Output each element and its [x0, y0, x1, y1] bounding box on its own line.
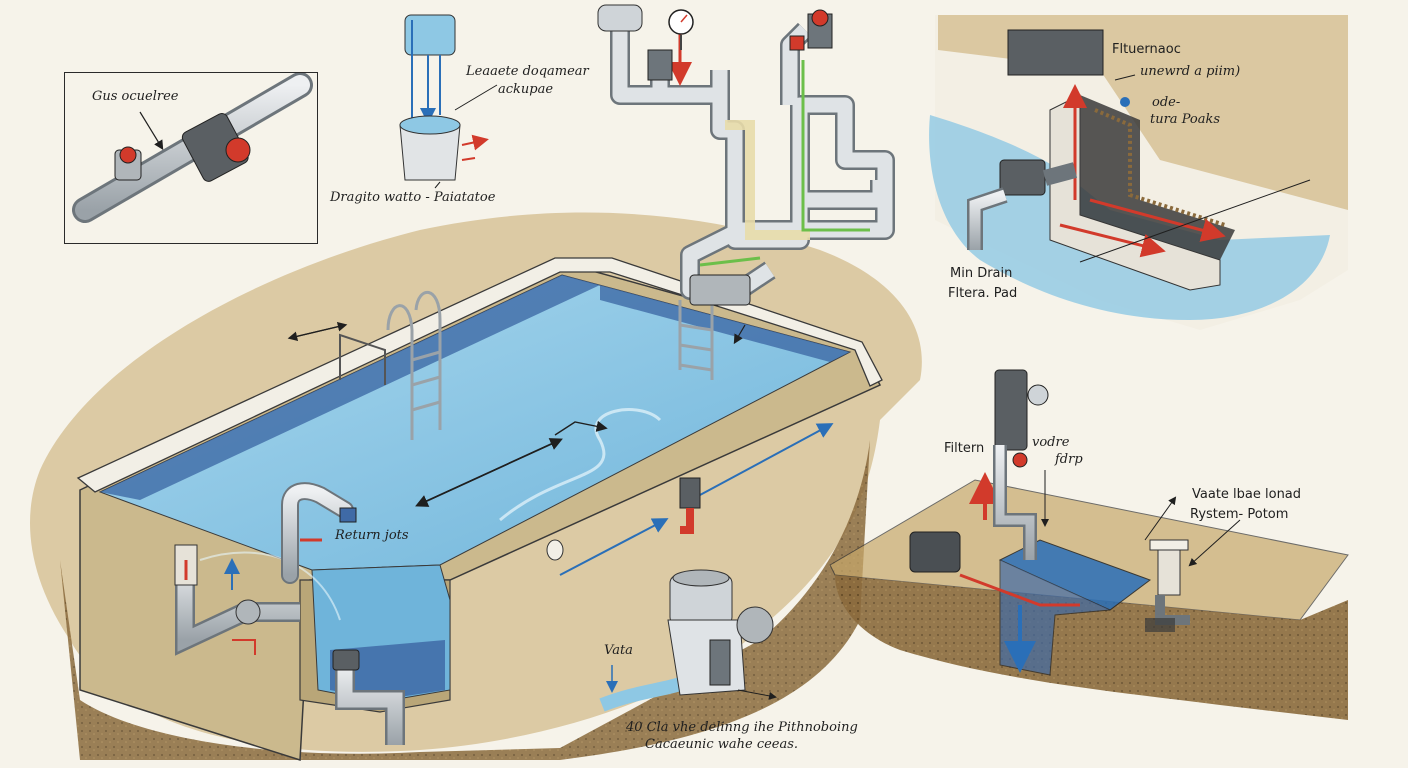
pool-ladder-left: [386, 291, 442, 440]
label-filter-return: Fltuernaoc: [1112, 42, 1181, 57]
label-side-ports-2: tura Poaks: [1150, 112, 1221, 127]
label-filterm: Filtern: [944, 441, 985, 456]
label-vadre: vodre: [1032, 435, 1070, 450]
wall-return-valve: [679, 477, 701, 534]
label-fdrp: fdrp: [1055, 452, 1083, 467]
label-main-drain: Min Drain: [950, 266, 1013, 281]
label-vata: Vata: [604, 643, 633, 658]
label-system-poton: Rystem- Potom: [1190, 507, 1289, 522]
top-valve-body: [597, 4, 833, 306]
pump-housing-illustration: [599, 569, 777, 712]
label-valve-bone: Vaate lbae lonad: [1192, 487, 1302, 502]
filter-return-cutaway: [929, 15, 1348, 330]
main-drain-pipe: [332, 649, 405, 745]
flow-arrows: [224, 321, 834, 590]
pool-ladder-right: [678, 300, 714, 380]
pressure-gauge: [668, 9, 694, 50]
caption-line-2: Cacaeunic wahe ceeas.: [645, 737, 799, 752]
caption-line-1: 40 Cla vhe delinng ihe Pithnoboing: [626, 720, 858, 735]
gate-valve-inset-frame: [64, 72, 318, 244]
equipment-pad-cutaway: [829, 369, 1349, 720]
label-drain-valve: Dragito watto - Paiatatoe: [330, 190, 496, 205]
label-return-jets: Return jots: [335, 528, 409, 543]
label-skimmer-top: Leaaete doqamear: [466, 64, 589, 79]
label-unused-plum: unewrd a piim): [1140, 64, 1241, 79]
label-side-ports: ode-: [1152, 95, 1181, 110]
return-jet-pipe: [281, 482, 357, 584]
pool-rail: [339, 333, 386, 385]
label-skimmer-top-2: ackupae: [498, 82, 554, 97]
label-gate-valve: Gus ocuelree: [92, 89, 179, 104]
gate-valve-illustration: [72, 72, 313, 223]
skimmer-basket-illustration: [399, 14, 498, 189]
wall-fitting: [546, 539, 564, 561]
label-filter-feed: Fltera. Pad: [948, 286, 1018, 301]
outside-valve-assembly: [174, 544, 300, 656]
